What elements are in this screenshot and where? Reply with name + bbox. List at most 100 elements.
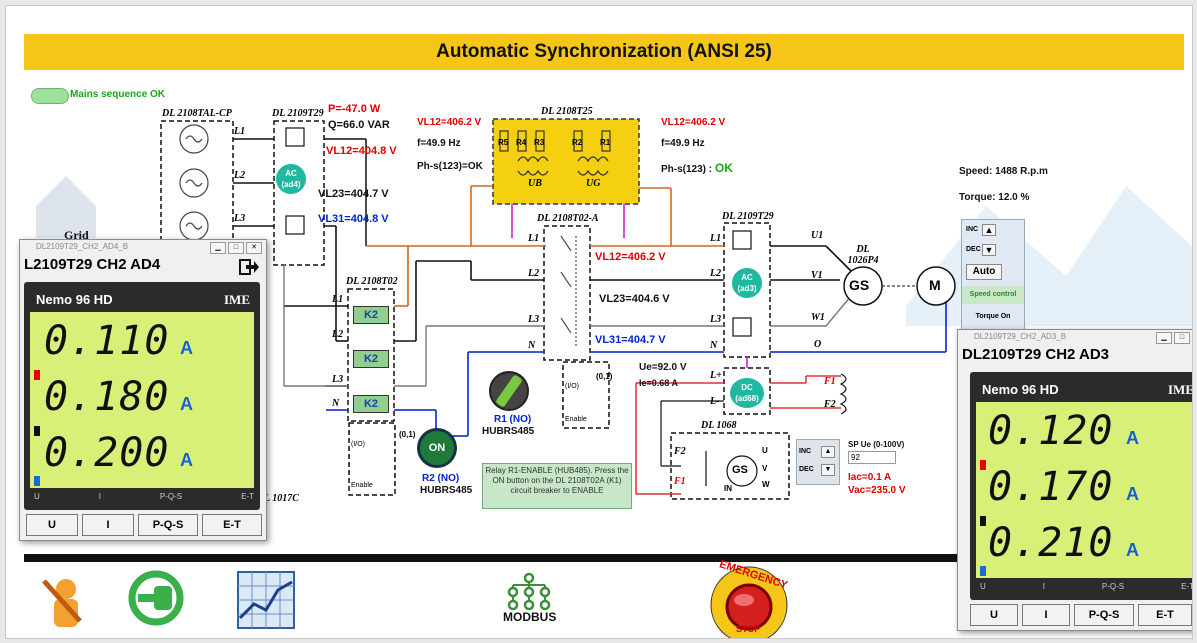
gen-frequency-readout: f=49.9 Hz <box>661 138 705 149</box>
vac-readout: Vac=235.0 V <box>848 485 906 496</box>
line-label: F1 <box>674 476 686 487</box>
relay-r1-label: R1 (NO) <box>494 414 532 425</box>
meter-tabs: U I P-Q-S E-T <box>970 604 1192 626</box>
resistor-label: R3 <box>534 138 545 147</box>
line-label: L2 <box>528 268 540 279</box>
line-label: F2 <box>674 446 686 457</box>
tab-i[interactable]: I <box>1022 604 1070 626</box>
speed-control-tab[interactable]: Speed control <box>962 286 1024 304</box>
ac-meter-ad3: AC(ad3) <box>732 268 762 298</box>
maximize-icon[interactable]: □ <box>228 242 244 254</box>
zero-one-label: (0,1) <box>399 430 416 439</box>
line-label: V1 <box>811 270 823 281</box>
meter-brand: Nemo 96 HD <box>36 292 113 307</box>
meter-unit: A <box>1126 484 1139 504</box>
chart-icon[interactable] <box>234 568 298 632</box>
speed-inc-button[interactable]: ▲ <box>982 224 996 236</box>
generator-label: GS <box>849 277 870 293</box>
grid-label: Grid <box>64 228 89 242</box>
speed-dec-button[interactable]: ▼ <box>982 244 996 256</box>
settings-tools-icon[interactable] <box>36 571 100 635</box>
sp-adjust-panel: INC ▲ DEC ▼ <box>796 439 840 485</box>
tab-u[interactable]: U <box>970 604 1018 626</box>
meter-lcd: 0.120 A 0.170 A 0.210 A <box>976 402 1192 578</box>
line-label: L+ <box>710 370 722 381</box>
line-label: U1 <box>811 230 824 241</box>
window-controls: ▁□✕ <box>210 242 262 254</box>
active-power-readout: P=-47.0 W <box>328 103 381 115</box>
meter-unit: A <box>180 338 193 358</box>
minimize-icon[interactable]: ▁ <box>1156 332 1172 344</box>
meter-header: L2109T29 CH2 AD4 <box>24 256 161 273</box>
dc-generator-label: GS <box>732 464 748 476</box>
minimize-icon[interactable]: ▁ <box>210 242 226 254</box>
relay-r2-bus: HUBRS485 <box>420 485 473 496</box>
bottom-divider <box>24 554 1184 562</box>
relay-r1-knob-icon[interactable] <box>488 370 530 412</box>
sp-ue-label: SP Ue (0-100V) <box>848 440 905 449</box>
meter-value: 0.120 <box>988 408 1114 454</box>
enable-label: Enable <box>351 482 373 489</box>
torque-on-tab[interactable]: Torque On <box>975 313 1011 320</box>
ac-meter-ad4: AC(ad4) <box>276 164 306 194</box>
module-label-1068: DL 1068 <box>701 420 737 431</box>
line-label: L3 <box>234 213 246 224</box>
module-label-t25: DL 2108T25 <box>541 106 593 117</box>
tab-pqs[interactable]: P-Q-S <box>138 514 198 536</box>
line-label: L- <box>710 396 720 407</box>
speed-readout: Speed: 1488 R.p.m <box>959 166 1048 177</box>
phase-indicator-red <box>34 370 40 380</box>
tab-pqs[interactable]: P-Q-S <box>1074 604 1134 626</box>
sp-dec-button[interactable]: ▼ <box>821 464 835 476</box>
line-label: L2 <box>332 329 344 340</box>
tab-u[interactable]: U <box>26 514 78 536</box>
maximize-icon[interactable]: □ <box>1174 332 1190 344</box>
transformer-ug-label: UG <box>586 178 601 189</box>
tab-et[interactable]: E-T <box>1138 604 1192 626</box>
power-plug-icon[interactable] <box>124 566 188 630</box>
line-label: N <box>528 340 536 351</box>
exit-icon[interactable] <box>238 258 260 276</box>
line-label: W1 <box>811 312 825 323</box>
mains-toggle[interactable] <box>31 88 69 104</box>
contactor-k2[interactable]: K2 <box>353 395 389 413</box>
phase-indicator-black <box>34 426 40 436</box>
meter-value: 0.210 <box>988 520 1114 566</box>
sp-ue-input[interactable] <box>848 451 896 464</box>
vl23-readout: VL23=404.7 V <box>318 188 389 200</box>
tab-et[interactable]: E-T <box>202 514 262 536</box>
contactor-k2[interactable]: K2 <box>353 350 389 368</box>
iac-readout: Iac=0.1 A <box>848 472 892 483</box>
emergency-stop-icon[interactable] <box>706 562 792 638</box>
inc-label: INC <box>799 448 812 455</box>
resistor-label: R4 <box>516 138 527 147</box>
close-icon[interactable]: ✕ <box>246 242 262 254</box>
meter-value: 0.110 <box>44 318 170 364</box>
modbus-network-icon[interactable] <box>504 572 554 612</box>
meter-value: 0.170 <box>988 464 1114 510</box>
contactor-k2[interactable]: K2 <box>353 306 389 324</box>
line-label: L3 <box>528 314 540 325</box>
line-label: N <box>332 398 340 409</box>
on-button[interactable]: ON <box>420 431 454 465</box>
mains-status: Mains sequence OK <box>70 89 166 100</box>
modbus-label: MODBUS <box>503 610 557 624</box>
resistor-label: R2 <box>572 138 583 147</box>
dec-label: DEC <box>799 466 814 473</box>
sp-inc-button[interactable]: ▲ <box>821 446 835 458</box>
meter-header: DL2109T29 CH2 AD3 <box>962 346 1110 363</box>
module-label-t02a: DL 2108T02-A <box>537 213 599 224</box>
module-label-tal: DL 2108TAL-CP <box>162 108 232 119</box>
in-label: IN <box>724 484 732 493</box>
tab-i[interactable]: I <box>82 514 134 536</box>
line-label: F1 <box>824 376 836 387</box>
motor-label: M <box>929 277 941 293</box>
line-label: O <box>814 339 822 350</box>
enable-label: Enable <box>565 416 587 423</box>
bus-vl23-readout: VL23=404.6 V <box>599 293 670 305</box>
line-label: L1 <box>710 233 722 244</box>
resistor-label: R1 <box>600 138 611 147</box>
auto-button[interactable]: Auto <box>966 264 1002 280</box>
